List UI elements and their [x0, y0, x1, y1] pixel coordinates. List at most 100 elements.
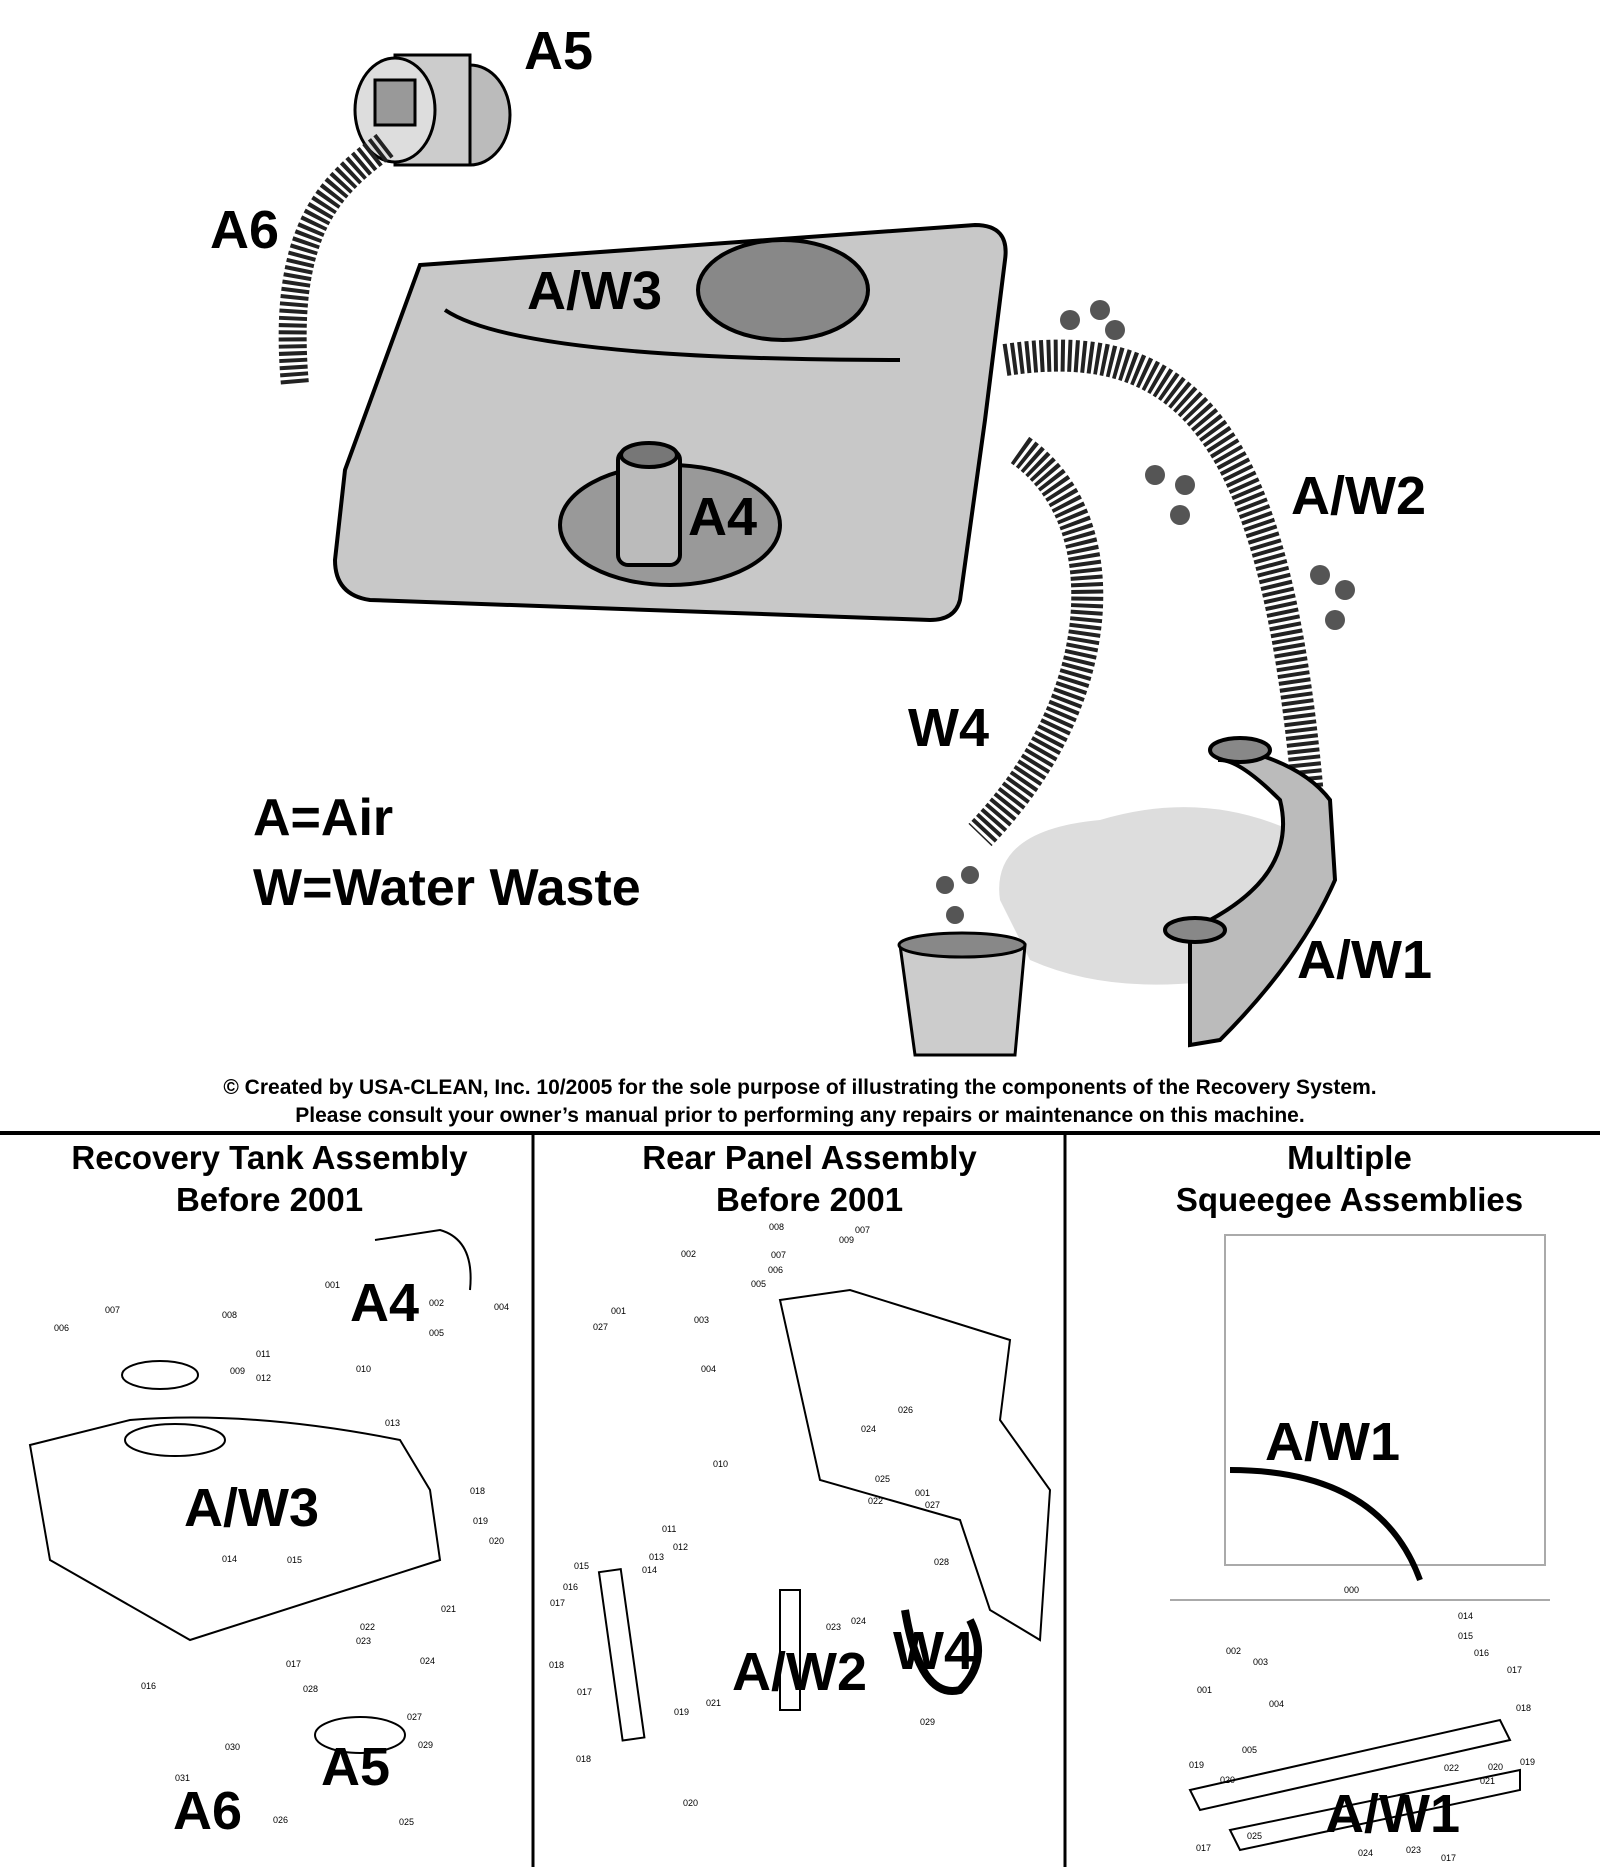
overlay-label-a5: A5: [321, 1737, 391, 1797]
part-number-callout: 007: [105, 1305, 121, 1315]
hose-w4: [968, 436, 1104, 847]
panel-title-line2: Before 2001: [715, 1181, 904, 1218]
part-number-callout: 001: [611, 1306, 627, 1316]
part-number-callout: 009: [230, 1366, 246, 1376]
part-number-callout: 002: [681, 1249, 697, 1259]
part-number-callout: 018: [470, 1486, 486, 1496]
part-number-callout: 005: [429, 1328, 445, 1338]
legend-air: A=Air: [253, 789, 394, 847]
part-number-callout: 016: [1474, 1648, 1490, 1658]
part-number-callout: 031: [175, 1773, 191, 1783]
part-number-callout: 007: [855, 1225, 871, 1235]
part-number-callout: 019: [1189, 1760, 1205, 1770]
label-a6: A6: [210, 200, 280, 260]
part-number-callout: 009: [839, 1235, 855, 1245]
part-number-callout: 027: [407, 1712, 423, 1722]
part-number-callout: 021: [441, 1604, 457, 1614]
rear-panel-exploded-view: [597, 1288, 1052, 1742]
part-number-callout: 028: [303, 1684, 319, 1694]
part-number-callout: 019: [473, 1516, 489, 1526]
part-number-callout: 027: [925, 1500, 941, 1510]
part-number-callout: 022: [1444, 1763, 1460, 1773]
part-number-callout: 028: [934, 1557, 950, 1567]
part-number-callout: 003: [1253, 1657, 1269, 1667]
panel-title-rear-panel: Rear Panel Assembly Before 2001: [543, 1137, 1076, 1221]
part-number-callout: 001: [1197, 1685, 1213, 1695]
label-aw3: A/W3: [527, 261, 662, 321]
part-number-callout: 017: [1441, 1853, 1457, 1863]
part-number-callout: 016: [141, 1681, 157, 1691]
part-number-callout: 000: [1344, 1585, 1360, 1595]
overlay-label-w4: W4: [893, 1621, 974, 1681]
part-number-callout: 027: [593, 1322, 609, 1332]
part-number-callout: 024: [420, 1656, 436, 1666]
part-number-callout: 013: [649, 1552, 665, 1562]
copyright-notice: © Created by USA-CLEAN, Inc. 10/2005 for…: [223, 1076, 1377, 1099]
part-number-callout: 029: [920, 1717, 936, 1727]
part-number-callout: 007: [771, 1250, 787, 1260]
part-number-callout: 020: [1488, 1762, 1504, 1772]
part-number-callout: 025: [1247, 1831, 1263, 1841]
part-number-callout: 025: [875, 1474, 891, 1484]
overlay-label-aw3: A/W3: [184, 1478, 319, 1538]
part-number-callout: 022: [868, 1496, 884, 1506]
part-number-callout: 010: [356, 1364, 372, 1374]
part-number-callout: 017: [286, 1659, 302, 1669]
part-number-callout: 014: [222, 1554, 238, 1564]
part-number-callout: 004: [494, 1302, 510, 1312]
label-aw1: A/W1: [1297, 930, 1432, 990]
part-number-callout: 010: [713, 1459, 729, 1469]
legend-water-waste: W=Water Waste: [253, 859, 641, 917]
label-a4: A4: [688, 487, 758, 547]
hose-a6: [278, 133, 394, 387]
part-number-callout: 021: [1480, 1776, 1496, 1786]
water-drops: [936, 300, 1355, 924]
squeegee-exploded-view: [1170, 1234, 1550, 1852]
part-number-callout: 017: [1196, 1843, 1212, 1853]
part-number-callout: 003: [694, 1315, 710, 1325]
label-w4: W4: [908, 698, 989, 758]
part-number-callout: 020: [1220, 1775, 1236, 1785]
overlay-label-aw1: A/W1: [1265, 1412, 1400, 1472]
part-number-callout: 018: [1516, 1703, 1532, 1713]
part-number-callout: 024: [1358, 1848, 1374, 1858]
part-number-callout: 020: [489, 1536, 505, 1546]
part-number-callout: 029: [418, 1740, 434, 1750]
panel-title-line1: Multiple: [1287, 1139, 1412, 1176]
label-aw2: A/W2: [1291, 466, 1426, 526]
maintenance-notice: Please consult your owner’s manual prior…: [295, 1104, 1305, 1127]
part-number-callout: 019: [674, 1707, 690, 1717]
part-number-callout: 030: [225, 1742, 241, 1752]
part-number-callout: 026: [898, 1405, 914, 1415]
part-number-callout: 006: [54, 1323, 70, 1333]
part-number-callout: 024: [851, 1616, 867, 1626]
part-number-callout: 014: [1458, 1611, 1474, 1621]
recovery-tank-exploded-view: [28, 1228, 472, 1754]
panel-title-squeegee: Multiple Squeegee Assemblies: [1083, 1137, 1600, 1221]
part-number-callout: 021: [706, 1698, 722, 1708]
part-number-callout: 004: [1269, 1699, 1285, 1709]
part-number-callout: 024: [861, 1424, 877, 1434]
squeegee-tool: [1163, 736, 1338, 1048]
part-number-callout: 015: [287, 1555, 303, 1565]
part-number-callout: 023: [826, 1622, 842, 1632]
part-number-callout: 005: [751, 1279, 767, 1289]
part-number-callout: 008: [769, 1222, 785, 1232]
overlay-label-a4: A4: [350, 1273, 420, 1333]
part-number-callout: 002: [1226, 1646, 1242, 1656]
part-number-callout: 002: [429, 1298, 445, 1308]
part-number-callout: 001: [915, 1488, 931, 1498]
part-number-callout: 005: [1242, 1745, 1258, 1755]
bucket: [897, 931, 1027, 1057]
recovery-tank: [332, 222, 1008, 623]
part-number-callout: 022: [360, 1622, 376, 1632]
part-number-callout: 013: [385, 1418, 401, 1428]
part-number-callout: 023: [356, 1636, 372, 1646]
part-number-callout: 001: [325, 1280, 341, 1290]
part-number-callout: 011: [256, 1349, 271, 1359]
part-number-callout: 004: [701, 1364, 717, 1374]
part-number-callout: 020: [683, 1798, 699, 1808]
part-number-callout: 015: [574, 1561, 590, 1571]
part-number-callout: 026: [273, 1815, 289, 1825]
